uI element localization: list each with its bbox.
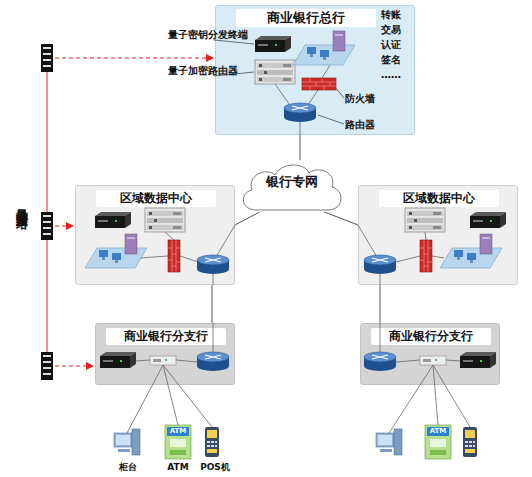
counter-terminal [114, 429, 140, 455]
callout-label: 柜台 [112, 461, 144, 473]
branch-wires [127, 323, 213, 433]
node-title: 商业银行分支行 [371, 328, 491, 345]
quantum-terminal [255, 36, 291, 52]
server-platform [440, 234, 502, 268]
dc-wires [358, 225, 444, 285]
qkd-link [55, 58, 213, 59]
quantum-encryptor [150, 356, 176, 365]
node-title: 区域数据中心 [379, 190, 499, 207]
callout-label: ATM [162, 461, 194, 473]
branch-box: 商业银行分支行 [95, 323, 235, 385]
quantum-router [145, 208, 185, 232]
quantum-terminal [100, 352, 136, 368]
atm-machine [165, 425, 191, 459]
network-link [380, 285, 381, 323]
qkd-node [41, 352, 53, 380]
datacenter-box: 区域数据中心 [358, 185, 518, 285]
callout-label: POS机 [196, 461, 234, 473]
hq-box: 商业银行总行 [215, 5, 415, 135]
router [197, 255, 229, 274]
quantum-router [255, 60, 295, 84]
quantum-terminal [95, 212, 131, 228]
router [284, 103, 316, 122]
quantum-router [405, 208, 445, 232]
branch-box: 商业银行分支行 [360, 323, 500, 385]
counter-terminal [376, 429, 402, 455]
dc-wires [140, 225, 235, 285]
node-title: 区域数据中心 [96, 190, 216, 207]
network-cloud: 银行专网 [238, 160, 346, 212]
atm-machine [425, 425, 451, 459]
network-link [211, 285, 212, 323]
qkd-node [41, 212, 53, 240]
firewall [420, 240, 432, 272]
callout-label: ATM [427, 426, 449, 436]
node-title: 银行专网 [238, 174, 346, 190]
qkd-node [41, 44, 53, 72]
branch-wires [380, 323, 470, 433]
firewall [302, 78, 336, 90]
router [364, 255, 396, 274]
callout-label: ATM [167, 426, 189, 436]
qkd-link [55, 366, 93, 367]
router [364, 352, 396, 371]
server-platform [85, 234, 147, 268]
qkd-link [55, 226, 73, 227]
node-title: 商业银行总行 [236, 9, 376, 27]
callout-label: 量子密钥分发终端 [168, 28, 214, 41]
network-link [324, 212, 358, 225]
datacenter-box: 区域数据中心 [75, 185, 235, 285]
network-link [235, 212, 260, 225]
leader-lines [214, 40, 344, 124]
quantum-terminal [460, 352, 496, 368]
quantum-encryptor [420, 356, 446, 365]
network-label: 量子密钥分发网络 [14, 200, 30, 208]
network-link [299, 135, 300, 160]
router [197, 352, 229, 371]
pos-terminal [463, 427, 477, 457]
pos-terminal [205, 427, 219, 457]
firewall [168, 240, 180, 272]
server-platform [293, 31, 355, 65]
callout-label: 量子加密路由器 [168, 64, 214, 77]
qkd-backbone [47, 58, 48, 368]
hq-wires [275, 65, 330, 135]
node-title: 商业银行分支行 [106, 328, 226, 345]
quantum-terminal [470, 212, 506, 228]
